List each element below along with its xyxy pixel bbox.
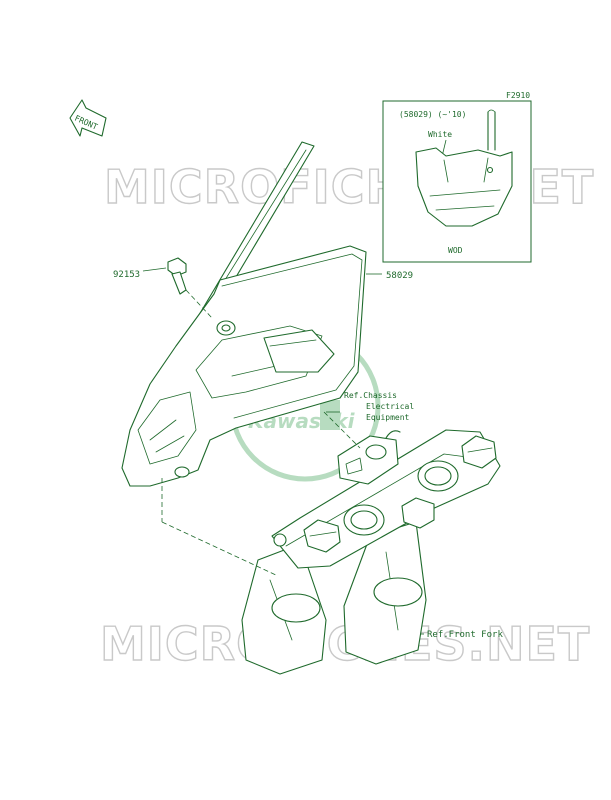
inset-box: (58029) (~'10) White WOD	[382, 100, 532, 263]
inset-number-plate	[415, 147, 513, 227]
fork-assembly	[241, 429, 501, 675]
inset-part-label: (58029) (~'10)	[399, 110, 466, 119]
front-arrow: FRONT	[69, 99, 107, 137]
bolt-92153	[142, 257, 213, 319]
number-plate-cover	[121, 141, 367, 487]
callout-cover: 58029	[386, 271, 413, 281]
callout-fork: Ref.Front Fork	[427, 630, 503, 640]
callout-chassis-line1: Ref.Chassis	[344, 391, 397, 400]
callout-bolt: 92153	[113, 270, 140, 280]
inset-model-label: WOD	[448, 246, 463, 255]
inset-color-label: White	[428, 130, 452, 139]
callout-chassis-line3: Equipment	[366, 413, 410, 422]
diagram-code: F2910	[506, 91, 530, 100]
callout-chassis-line2: Electrical	[366, 402, 414, 411]
